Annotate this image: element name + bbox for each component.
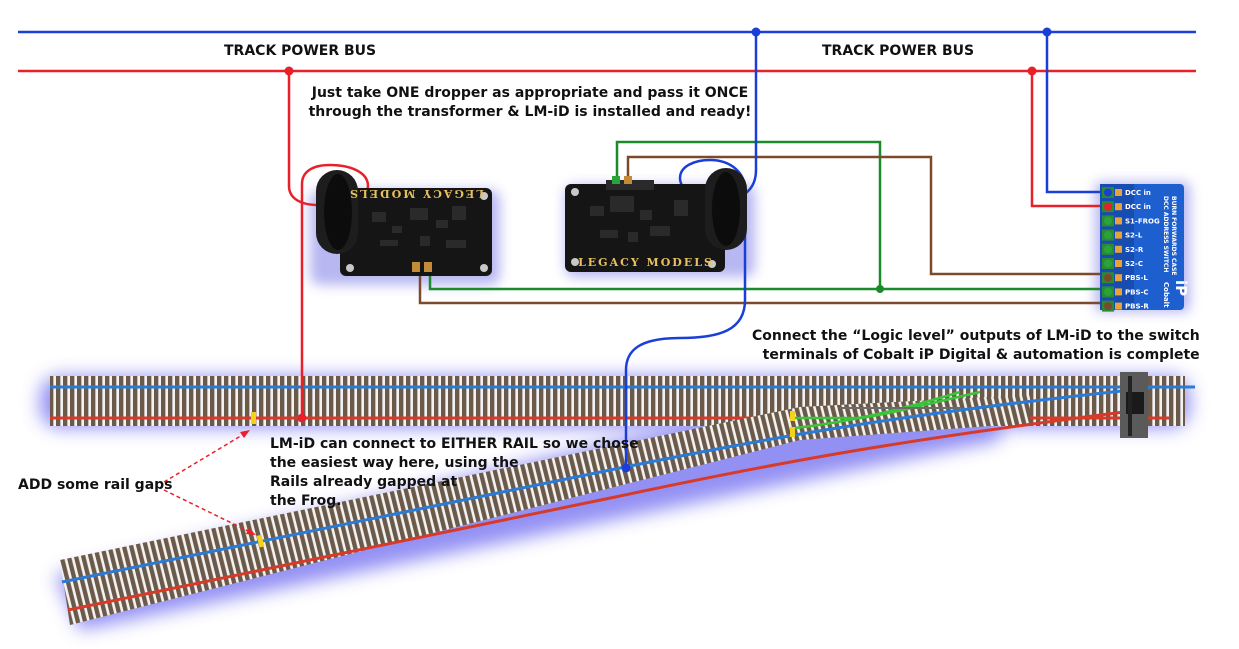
diverging-track (60, 386, 1151, 625)
cobalt-terminal: DCC in (1102, 201, 1151, 213)
rail-gap-frog-1 (790, 411, 795, 421)
lm-id-module-left: LEGACY MODELS (316, 170, 492, 276)
logic-text: Connect the “Logic level” outputs of LM-… (752, 327, 1200, 365)
cobalt-side-text-1: DCC ADDRESS SWITCH (1162, 196, 1169, 272)
cobalt-terminal: PBS-R (1102, 300, 1149, 312)
right-module-silkscreen: LEGACY MODELS (578, 256, 714, 269)
cobalt-terminal: DCC in (1102, 187, 1151, 198)
rail-text: LM-iD can connect to EITHER RAIL so we c… (270, 435, 639, 511)
cobalt-terminal-label: PBS-L (1125, 274, 1148, 282)
logic-line-1: Connect the “Logic level” outputs of LM-… (752, 328, 1200, 344)
bus-label-left: TRACK POWER BUS (224, 43, 377, 59)
point-tie-bar (1120, 372, 1148, 438)
lm-id-module-right: LEGACY MODELS (565, 168, 747, 272)
logic-wires (418, 140, 1104, 305)
rail-gap-straight (251, 412, 256, 424)
cobalt-terminal-label: DCC in (1125, 189, 1151, 197)
bus-label-right: TRACK POWER BUS (822, 43, 975, 59)
cobalt-ip-digital: DCC in DCC in S1-FROG S2-L S2-R S2-C PBS-L PBS-… (1100, 184, 1190, 312)
instruction-text: Just take ONE dropper as appropriate and… (300, 84, 760, 122)
rail-gap-diverging (256, 534, 265, 548)
rail-line-4: the Frog. (270, 493, 342, 509)
gap-arrows (163, 433, 251, 533)
green-junction (876, 285, 884, 293)
cobalt-terminal-label: S2-C (1125, 260, 1143, 268)
red-droppers (284, 66, 1104, 423)
instruction-line-1: Just take ONE dropper as appropriate and… (311, 85, 749, 101)
cobalt-terminal: PBS-L (1102, 272, 1148, 284)
cobalt-terminal-label: DCC in (1125, 203, 1151, 211)
rail-gap-frog-2 (790, 427, 795, 437)
cobalt-terminal: S1-FROG (1102, 215, 1160, 227)
cobalt-terminal-label: PBS-C (1125, 288, 1149, 296)
cobalt-terminal: S2-R (1102, 243, 1144, 255)
rail-line-2: the easiest way here, using the (270, 455, 519, 471)
cobalt-logo-mark: iP (1172, 280, 1190, 296)
rail-line-3: Rails already gapped at (270, 474, 458, 490)
rail-gaps (251, 411, 795, 548)
bus-wires (18, 30, 1196, 73)
cobalt-terminals: DCC in DCC in S1-FROG S2-L S2-R S2-C PBS-L PBS-… (1102, 187, 1160, 312)
cobalt-side-text-2: BURN FORWARDS CASE (1170, 196, 1177, 275)
instruction-line-2: through the transformer & LM-iD is insta… (308, 104, 752, 120)
cobalt-terminal-label: PBS-R (1125, 303, 1149, 311)
left-module-silkscreen: LEGACY MODELS (348, 187, 484, 200)
cobalt-logo-word: Cobalt (1162, 282, 1170, 308)
cobalt-terminal-label: S2-L (1125, 232, 1143, 240)
logic-line-2: terminals of Cobalt iP Digital & automat… (762, 347, 1200, 363)
brown-wire-lower (418, 272, 1104, 305)
rail-line-1: LM-iD can connect to EITHER RAIL so we c… (270, 436, 639, 452)
cobalt-terminal: S2-C (1102, 258, 1143, 269)
gaps-label: ADD some rail gaps (18, 477, 173, 493)
gap-arrowheads (240, 430, 256, 535)
cobalt-terminal: S2-L (1102, 229, 1143, 241)
cobalt-terminal-label: S2-R (1125, 246, 1144, 254)
brown-wire (626, 155, 1104, 276)
cobalt-terminal-label: S1-FROG (1125, 217, 1160, 225)
green-wire (615, 140, 882, 289)
cobalt-terminal: PBS-C (1102, 286, 1149, 298)
